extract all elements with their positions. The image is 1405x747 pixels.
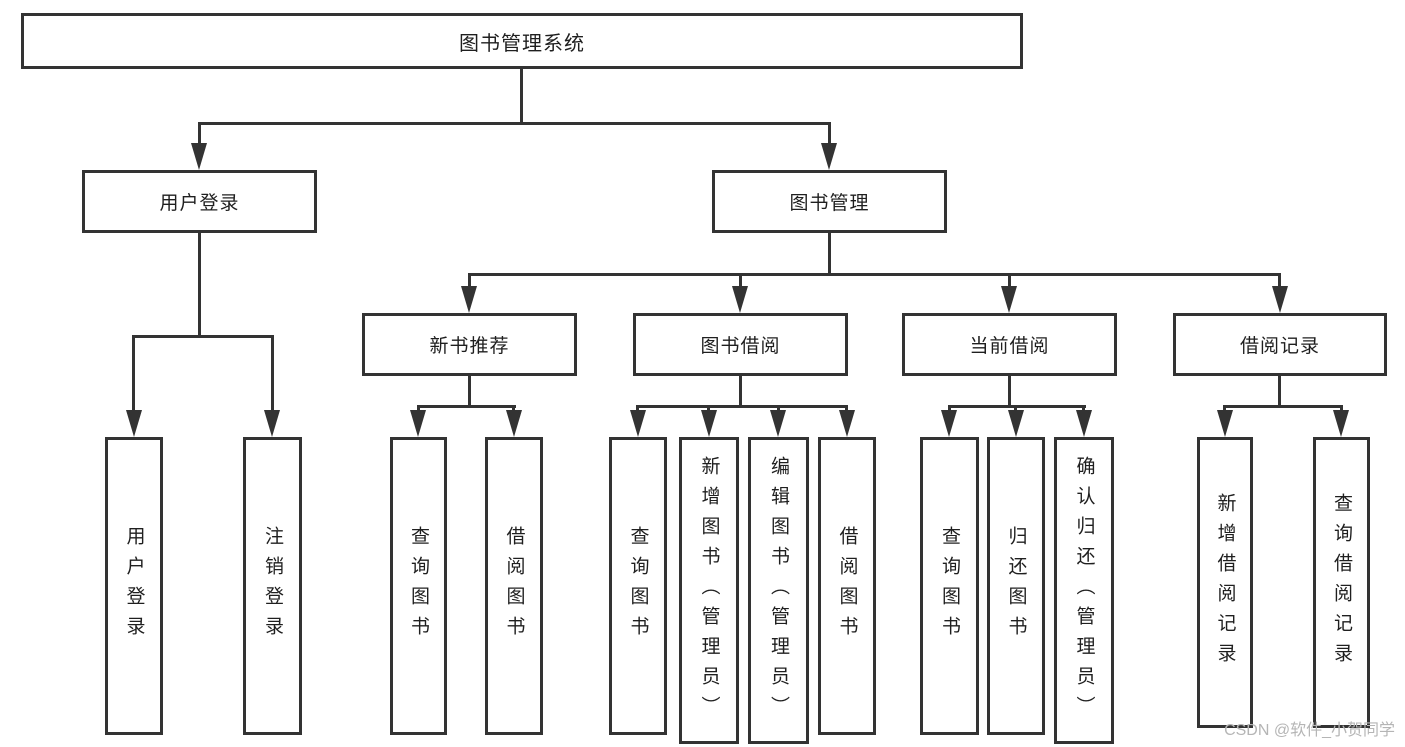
leaf-borrow-books-newrec: 借阅图书 bbox=[485, 437, 543, 735]
arrow-down-icon bbox=[264, 410, 280, 437]
leaf-borrow-books: 借阅图书 bbox=[818, 437, 876, 735]
connector-borrow-stub-2 bbox=[707, 405, 710, 414]
node-root: 图书管理系统 bbox=[21, 13, 1023, 69]
arrow-down-icon bbox=[191, 143, 207, 170]
arrow-down-icon bbox=[461, 286, 477, 313]
connector-borrow-stub-1 bbox=[636, 405, 639, 414]
connector-root-stub-right bbox=[828, 122, 831, 146]
node-user-login-label: 用户登录 bbox=[159, 193, 240, 214]
connector-borrow-trunk bbox=[739, 376, 742, 407]
connector-current-bar bbox=[948, 405, 1086, 408]
node-book-borrow: 图书借阅 bbox=[633, 313, 848, 376]
connector-current-stub-2 bbox=[1014, 405, 1017, 414]
leaf-user-login: 用户登录 bbox=[105, 437, 163, 735]
arrow-down-icon bbox=[630, 410, 646, 437]
node-book-borrow-label: 图书借阅 bbox=[700, 336, 781, 357]
connector-borrow-stub-3 bbox=[777, 405, 780, 414]
leaf-confirm-return-admin-label: 确认归还（管理员） bbox=[1073, 455, 1095, 726]
connector-bookmgmt-stub-1 bbox=[468, 273, 471, 289]
arrow-down-icon bbox=[839, 410, 855, 437]
leaf-return-books: 归还图书 bbox=[987, 437, 1045, 735]
connector-record-stub-2 bbox=[1340, 405, 1343, 414]
leaf-logout-login-label: 注销登录 bbox=[262, 526, 283, 646]
connector-record-bar bbox=[1223, 405, 1343, 408]
leaf-query-books-newrec: 查询图书 bbox=[390, 437, 447, 735]
connector-current-trunk bbox=[1008, 376, 1011, 407]
node-new-book-recommend-label: 新书推荐 bbox=[429, 336, 510, 357]
arrow-down-icon bbox=[1272, 286, 1288, 313]
connector-bookmgmt-trunk bbox=[828, 233, 831, 275]
leaf-add-borrow-record: 新增借阅记录 bbox=[1197, 437, 1253, 728]
arrow-down-icon bbox=[1076, 410, 1092, 437]
leaf-query-books-borrow: 查询图书 bbox=[609, 437, 667, 735]
leaf-edit-books-admin-label: 编辑图书（管理员） bbox=[768, 455, 789, 726]
csdn-watermark: CSDN @软件_小贺同学 bbox=[1224, 722, 1395, 739]
leaf-user-login-label: 用户登录 bbox=[123, 526, 145, 646]
leaf-query-borrow-record-label: 查询借阅记录 bbox=[1331, 492, 1352, 673]
connector-newbook-stub-1 bbox=[417, 405, 420, 414]
node-borrow-record-label: 借阅记录 bbox=[1239, 336, 1320, 357]
node-root-label: 图书管理系统 bbox=[459, 32, 585, 55]
leaf-borrow-books-label: 借阅图书 bbox=[836, 526, 858, 646]
connector-bookmgmt-stub-2 bbox=[739, 273, 742, 289]
connector-root-stub-left bbox=[198, 122, 201, 146]
connector-bookmgmt-bar bbox=[468, 273, 1281, 276]
leaf-query-borrow-record: 查询借阅记录 bbox=[1313, 437, 1370, 728]
node-current-borrow: 当前借阅 bbox=[902, 313, 1117, 376]
arrow-down-icon bbox=[941, 410, 957, 437]
arrow-down-icon bbox=[410, 410, 426, 437]
arrow-down-icon bbox=[1333, 410, 1349, 437]
arrow-down-icon bbox=[1008, 410, 1024, 437]
connector-userlogin-trunk bbox=[198, 233, 201, 337]
connector-current-stub-3 bbox=[1082, 405, 1085, 414]
connector-userlogin-stub-2 bbox=[271, 335, 274, 413]
arrow-down-icon bbox=[821, 143, 837, 170]
node-new-book-recommend: 新书推荐 bbox=[362, 313, 577, 376]
connector-current-stub-1 bbox=[948, 405, 951, 414]
node-user-login: 用户登录 bbox=[82, 170, 317, 233]
connector-bookmgmt-stub-3 bbox=[1008, 273, 1011, 289]
arrow-down-icon bbox=[701, 410, 717, 437]
connector-newbook-stub-2 bbox=[512, 405, 515, 414]
leaf-confirm-return-admin: 确认归还（管理员） bbox=[1054, 437, 1114, 744]
connector-newbook-trunk bbox=[468, 376, 471, 407]
arrow-down-icon bbox=[770, 410, 786, 437]
connector-root-trunk bbox=[520, 69, 523, 125]
arrow-down-icon bbox=[1001, 286, 1017, 313]
leaf-return-books-label: 归还图书 bbox=[1005, 526, 1027, 646]
leaf-add-books-admin: 新增图书（管理员） bbox=[679, 437, 739, 744]
node-current-borrow-label: 当前借阅 bbox=[969, 336, 1050, 357]
connector-bookmgmt-stub-4 bbox=[1278, 273, 1281, 289]
connector-newbook-bar bbox=[417, 405, 516, 408]
arrow-down-icon bbox=[506, 410, 522, 437]
leaf-add-books-admin-label: 新增图书（管理员） bbox=[698, 455, 720, 726]
connector-record-trunk bbox=[1278, 376, 1281, 407]
arrow-down-icon bbox=[126, 410, 142, 437]
arrow-down-icon bbox=[1217, 410, 1233, 437]
leaf-borrow-books-newrec-label: 借阅图书 bbox=[503, 526, 525, 646]
connector-root-bar bbox=[198, 122, 831, 125]
connector-borrow-stub-4 bbox=[845, 405, 848, 414]
leaf-query-books-current-label: 查询图书 bbox=[939, 526, 960, 646]
leaf-query-books-current: 查询图书 bbox=[920, 437, 979, 735]
connector-userlogin-bar bbox=[132, 335, 274, 338]
connector-borrow-bar bbox=[636, 405, 848, 408]
node-book-management: 图书管理 bbox=[712, 170, 947, 233]
leaf-query-books-newrec-label: 查询图书 bbox=[408, 526, 429, 646]
connector-record-stub-1 bbox=[1223, 405, 1226, 414]
connector-userlogin-stub-1 bbox=[132, 335, 135, 413]
arrow-down-icon bbox=[732, 286, 748, 313]
node-book-management-label: 图书管理 bbox=[789, 193, 870, 214]
leaf-logout-login: 注销登录 bbox=[243, 437, 302, 735]
leaf-query-books-borrow-label: 查询图书 bbox=[627, 526, 649, 646]
leaf-add-borrow-record-label: 新增借阅记录 bbox=[1214, 492, 1236, 673]
leaf-edit-books-admin: 编辑图书（管理员） bbox=[748, 437, 809, 744]
node-borrow-record: 借阅记录 bbox=[1173, 313, 1387, 376]
